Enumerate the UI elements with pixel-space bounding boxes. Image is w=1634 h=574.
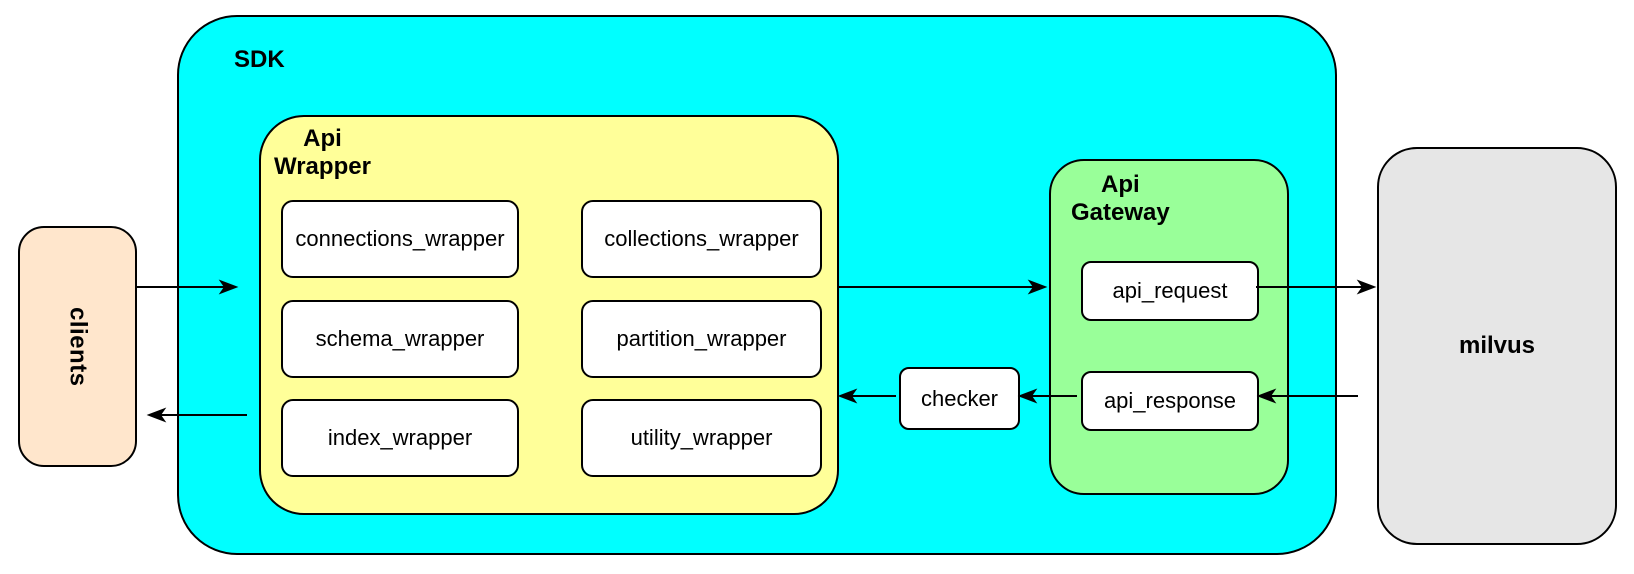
clients-box: clients xyxy=(18,226,137,467)
module-box-index-wrapper: index_wrapper xyxy=(281,399,519,477)
api-gateway-label-line2: Gateway xyxy=(1071,199,1170,227)
api-request-label: api_request xyxy=(1112,278,1228,303)
module-label: index_wrapper xyxy=(327,425,473,450)
api-gateway-label-line1: Api xyxy=(1101,171,1140,198)
module-label: connections_wrapper xyxy=(295,226,505,251)
api-gateway-container: Api Gateway api_request api_response xyxy=(1049,159,1289,495)
sdk-container: SDK Api Wrapper connections_wrapper coll… xyxy=(177,15,1337,555)
module-box-connections-wrapper: connections_wrapper xyxy=(281,200,519,278)
api-gateway-label: Api Gateway xyxy=(1071,171,1170,228)
api-wrapper-label-line1: Api xyxy=(303,125,342,152)
module-label: collections_wrapper xyxy=(604,226,799,251)
sdk-label: SDK xyxy=(234,46,285,73)
module-box-schema-wrapper: schema_wrapper xyxy=(281,300,519,378)
module-label: partition_wrapper xyxy=(616,326,787,351)
api-wrapper-container: Api Wrapper connections_wrapper collecti… xyxy=(259,115,839,515)
milvus-box: milvus xyxy=(1377,147,1617,545)
clients-label: clients xyxy=(64,306,92,387)
api-response-box: api_response xyxy=(1081,371,1259,431)
milvus-label: milvus xyxy=(1458,332,1536,359)
module-box-utility-wrapper: utility_wrapper xyxy=(581,399,822,477)
api-request-box: api_request xyxy=(1081,261,1259,321)
api-wrapper-label: Api Wrapper xyxy=(274,125,371,182)
module-label: schema_wrapper xyxy=(315,326,485,351)
api-wrapper-label-line2: Wrapper xyxy=(274,153,371,181)
checker-box: checker xyxy=(899,367,1020,430)
module-box-collections-wrapper: collections_wrapper xyxy=(581,200,822,278)
checker-label: checker xyxy=(920,385,999,411)
module-box-partition-wrapper: partition_wrapper xyxy=(581,300,822,378)
module-label: utility_wrapper xyxy=(630,425,773,450)
api-response-label: api_response xyxy=(1103,388,1237,413)
